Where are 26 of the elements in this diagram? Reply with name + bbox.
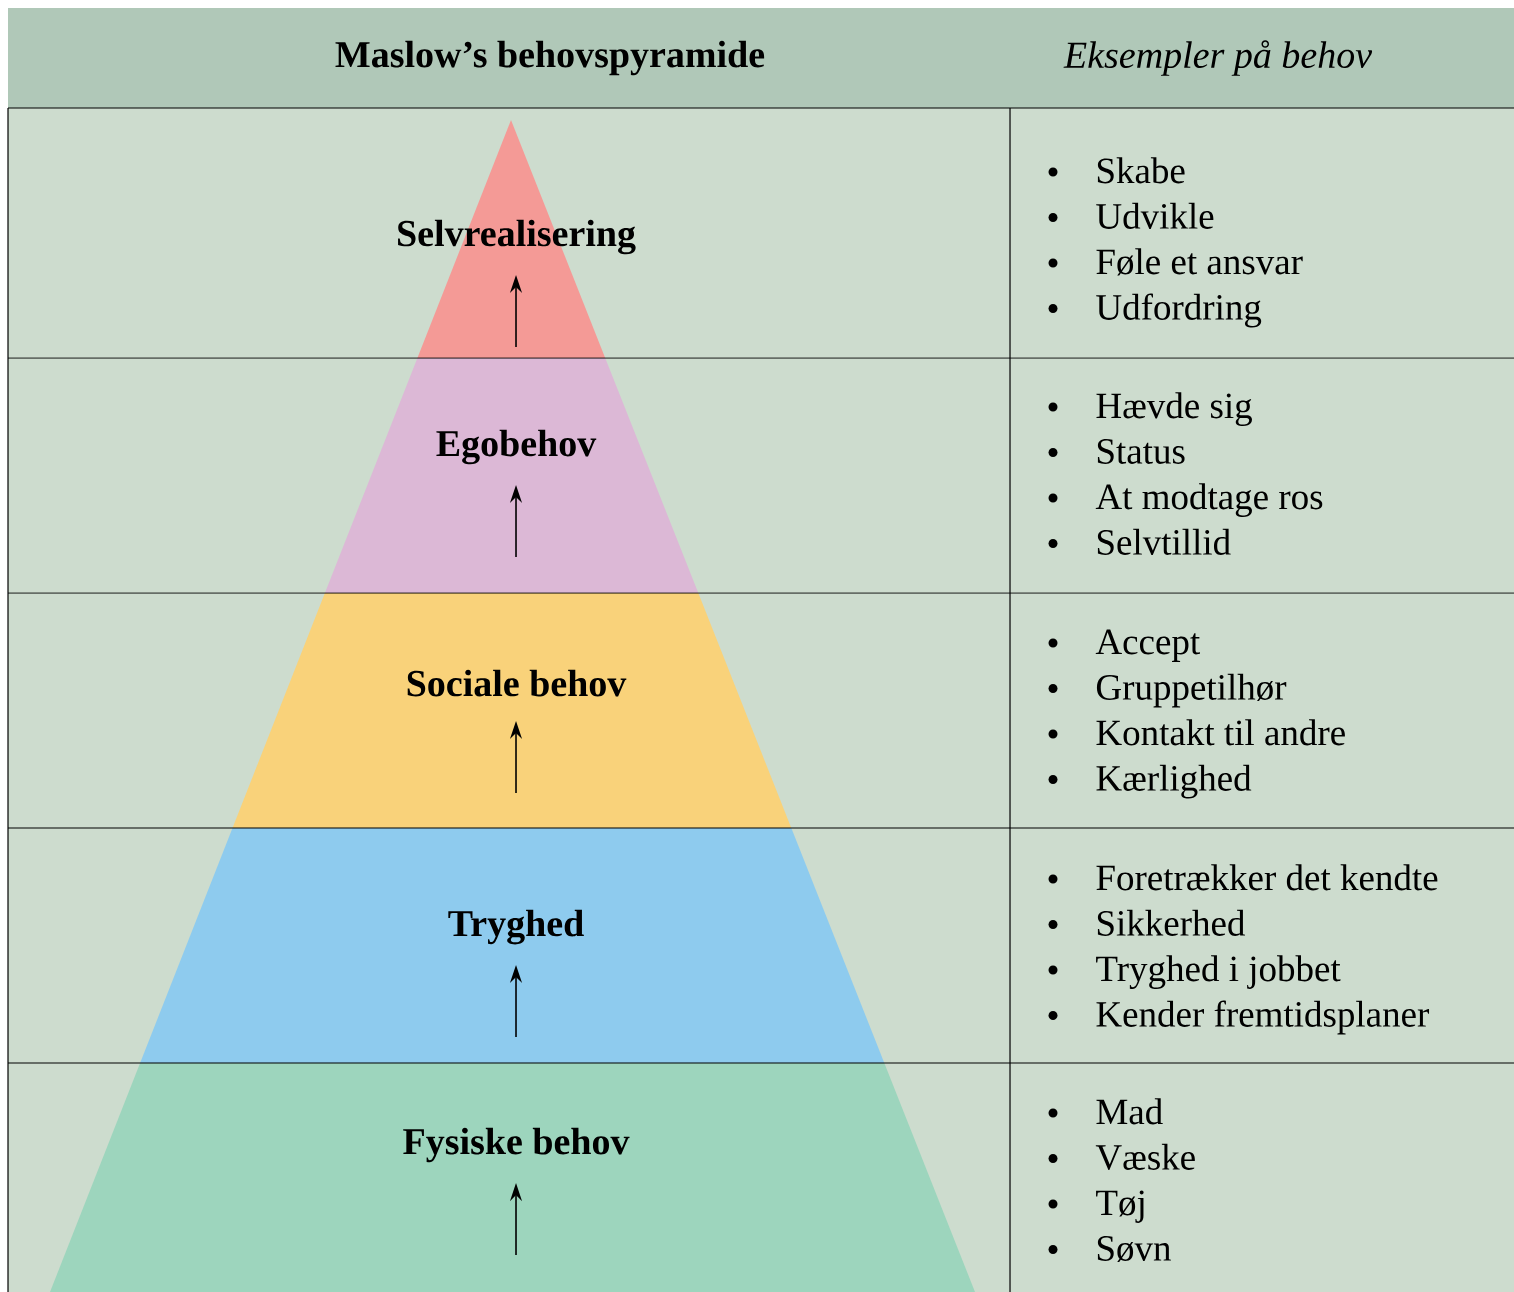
bullet-item: Gruppetilhør [1096,673,1287,708]
bullet-item: Kontakt til andre [1096,719,1345,746]
pyramid-band: Tryghed [140,828,885,1063]
bullet-item: Accept [1095,629,1200,662]
bullet-item: Selvtillid [1097,528,1231,555]
bullet-item: Væske [1095,1143,1195,1171]
bullet-item: Foretrækker det kendte [1096,864,1438,891]
bullet-item: Kærlighed [1096,764,1252,799]
bullet-item: Mad [1096,1098,1163,1125]
bullet-item: Sikkerhed [1097,909,1245,936]
bullet-item: Status [1097,439,1185,464]
bullet-item: Skabe [1097,157,1185,184]
pyramid-band: Selvrealisering [398,120,636,358]
bullet-item: Føle et ansvar [1096,248,1303,276]
bullet-item: Udfordring [1096,293,1262,328]
column-header: Maslow’s behovspyramide [335,40,765,76]
bullet-item: Udvikle [1096,202,1214,229]
bullet-item: Tryghed i jobbet [1096,955,1341,989]
pyramid-band: Sociale behov [232,593,792,828]
bullet-item: Kender fremtidsplaner [1096,1000,1430,1035]
bullet-item: Hævde sig [1096,392,1252,426]
column-header: Eksempler på behov [1063,40,1373,76]
bullet-item: Søvn [1097,1236,1171,1262]
pyramid-band: Egobehov [324,358,699,593]
bullet-item: Tøj [1096,1190,1144,1223]
bullet-item: At modtage ros [1095,483,1323,517]
